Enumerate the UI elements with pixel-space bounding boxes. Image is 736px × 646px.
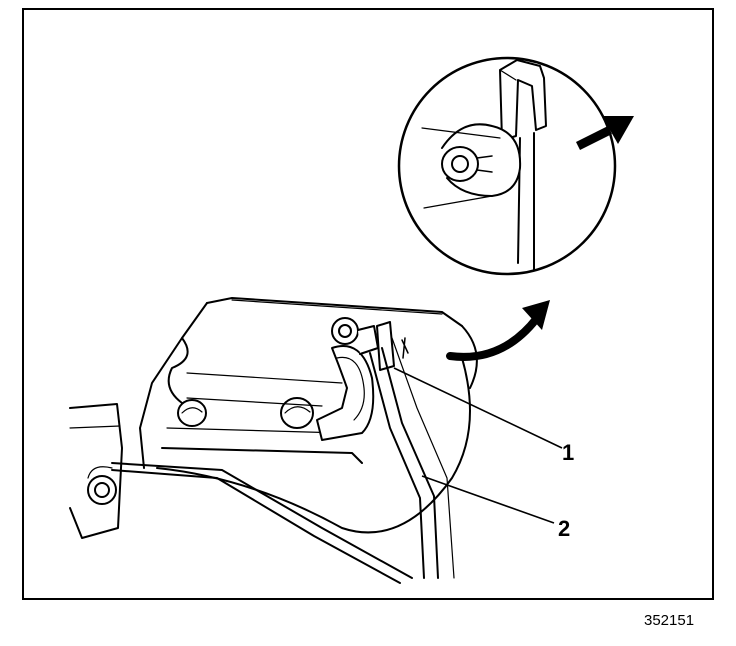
actuator-rod — [369, 352, 425, 579]
long-rod — [111, 462, 413, 579]
lower-panel — [156, 357, 471, 534]
figure-number: 352151 — [644, 612, 695, 629]
detail-arrow — [446, 300, 550, 361]
callout-leaders — [393, 367, 563, 524]
leader-2 — [421, 475, 555, 524]
callout-1: 1 — [562, 440, 574, 465]
housing-left-edge — [139, 302, 208, 469]
border — [22, 8, 714, 600]
illustration: 1 2 — [22, 8, 714, 600]
housing-top-edge — [206, 297, 463, 327]
knob-center — [280, 397, 314, 429]
bracket-ring — [87, 475, 117, 505]
knob-left — [177, 399, 207, 427]
rod-clip — [376, 321, 395, 371]
callout-2: 2 — [558, 516, 570, 541]
leader-1 — [393, 367, 563, 449]
pivot-stud — [331, 317, 359, 345]
detail-inset — [397, 56, 634, 276]
direction-arrow — [575, 116, 634, 151]
door-assembly — [69, 297, 478, 584]
left-bracket — [69, 403, 123, 539]
diagram-frame: 1 2 — [22, 8, 714, 600]
